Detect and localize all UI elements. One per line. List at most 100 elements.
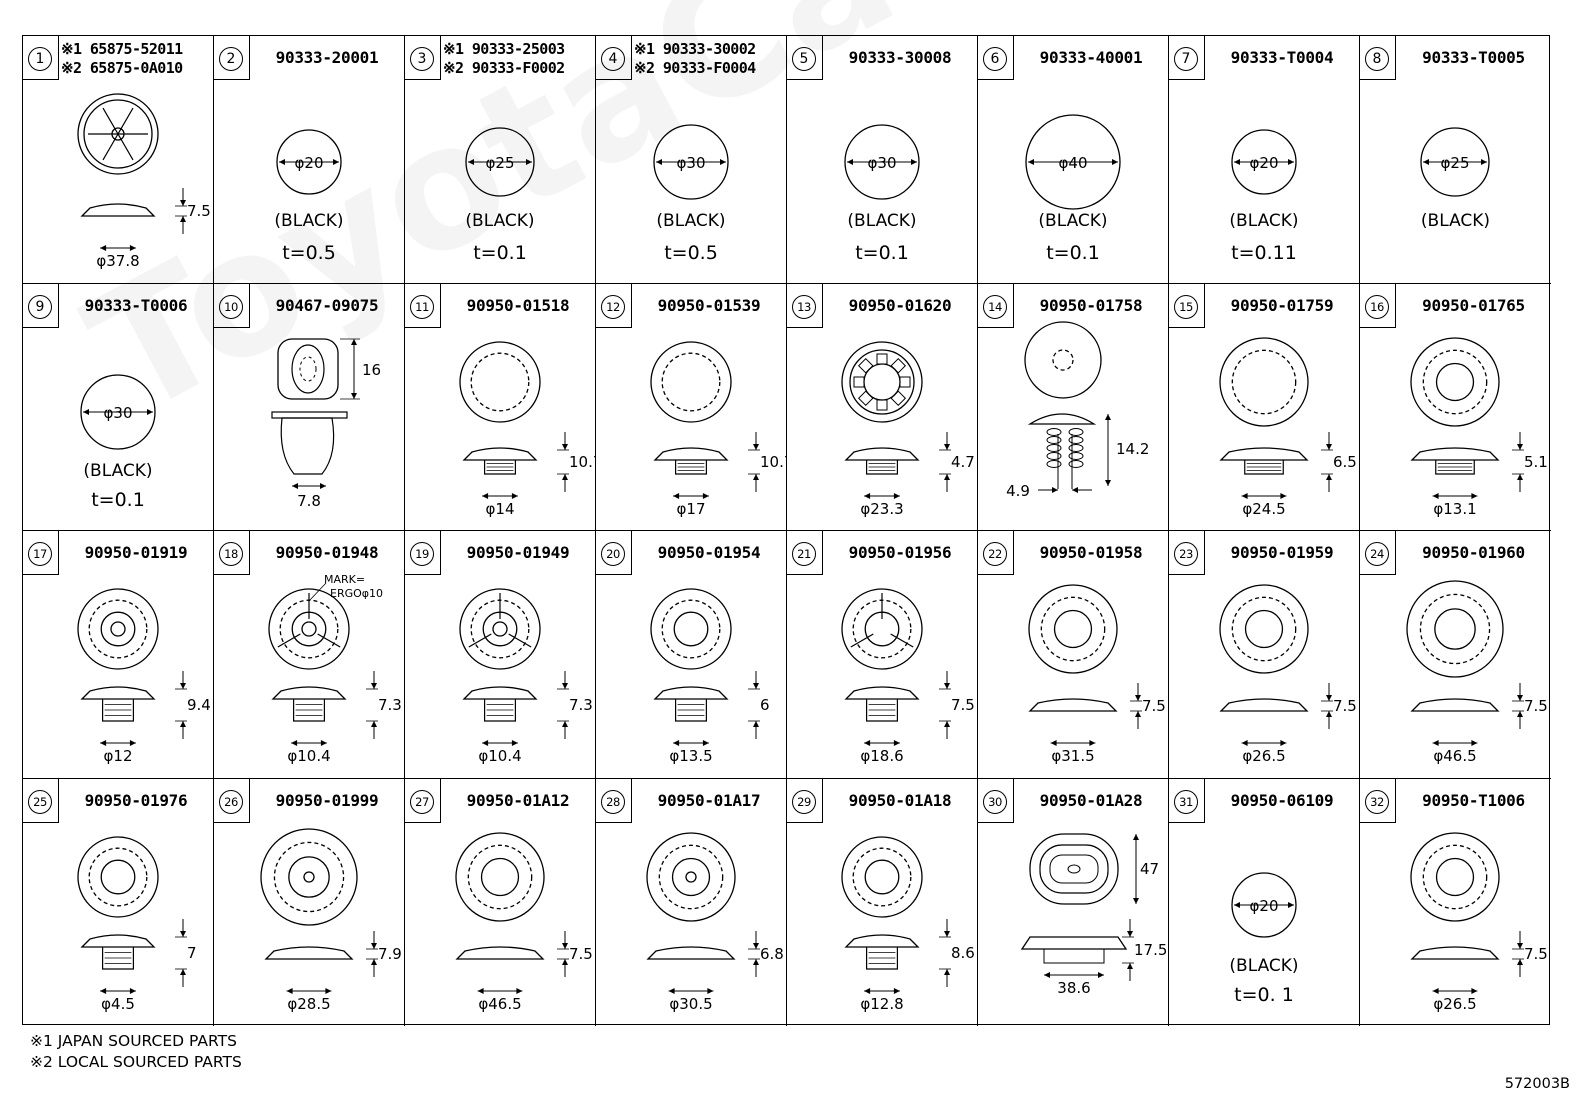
tooth: [899, 376, 911, 387]
cap-outline: [80, 686, 156, 700]
dimension-label: φ13.1: [1433, 500, 1476, 518]
tooth: [857, 389, 874, 406]
part-number: 90950-01A18: [848, 790, 952, 810]
plug-inner-ring: [661, 352, 721, 411]
dim-arrow: [1517, 958, 1523, 965]
part-number: 90950-01759: [1230, 295, 1334, 315]
part-drawing: φ31.57.5: [1028, 584, 1166, 765]
dimension-label: φ17: [677, 500, 706, 518]
item-number-box: 30: [978, 778, 1014, 823]
dim-arrow: [1135, 695, 1141, 701]
dimension-label: φ24.5: [1242, 500, 1285, 518]
item-number: 5: [792, 47, 816, 71]
part-number: 90950-01949: [466, 543, 570, 562]
barb-ring: [1068, 427, 1084, 436]
barb-ring: [1068, 443, 1084, 452]
item-number-box: 29: [787, 778, 823, 823]
item-number-box: 15: [1169, 283, 1205, 328]
dim-arrow: [668, 987, 675, 994]
footnotes: ※1 JAPAN SOURCED PARTS ※2 LOCAL SOURCED …: [30, 1031, 242, 1073]
thickness-note: t=0. 1: [1234, 983, 1294, 1006]
dim-arrow: [1326, 443, 1332, 450]
dimension-label: 7.5: [1524, 945, 1548, 963]
side-profile: [646, 945, 736, 960]
part-number: 90333-T0006: [84, 295, 188, 315]
side-profile: [455, 945, 545, 960]
dim-arrow: [1517, 942, 1523, 949]
plug-inner-ring: [470, 352, 530, 411]
spoke: [102, 133, 119, 161]
part-number: 90950-01758: [1039, 295, 1143, 315]
part-number: 90333-30008: [848, 48, 952, 67]
part-number: 90333-40001: [1039, 48, 1143, 67]
dimension-label: φ37.8: [96, 252, 139, 270]
dim-arrow: [1280, 492, 1287, 499]
dim-arrow: [292, 482, 298, 489]
cap-outline: [844, 933, 920, 948]
tooth: [876, 399, 888, 410]
plug-center: [1435, 857, 1475, 896]
side-profile: [1028, 698, 1118, 712]
dim-arrow: [1234, 159, 1240, 165]
dim-arrow: [482, 740, 489, 746]
dim-arrow: [893, 492, 900, 499]
plug-disc: [653, 124, 729, 200]
grommet-hole: [1067, 864, 1081, 873]
dim-arrow: [1135, 711, 1141, 717]
part-drawing: φ25: [465, 127, 535, 197]
dimension-label: φ14: [486, 500, 515, 518]
plug-rim: [83, 99, 153, 169]
dimension-label: 17.5: [1134, 941, 1167, 959]
plug-center: [1244, 609, 1284, 649]
plug-outer: [77, 588, 159, 670]
plug-center: [1053, 609, 1093, 649]
diameter-label: φ20: [1250, 897, 1279, 915]
color-note: (BLACK): [847, 211, 917, 231]
tooth: [876, 353, 888, 364]
item-number: 20: [601, 542, 625, 566]
part-number: 90333-T0004: [1230, 48, 1334, 67]
item-number-box: 17: [23, 531, 59, 575]
plug-outer: [1219, 336, 1309, 427]
dim-arrow: [562, 683, 568, 689]
dim-arrow: [911, 159, 917, 165]
dimension-label: 7.3: [569, 696, 593, 714]
item-number-box: 5: [787, 36, 823, 80]
dim-arrow: [1326, 695, 1332, 701]
plug-center: [1435, 362, 1475, 401]
dim-arrow: [371, 683, 377, 689]
dim-arrow: [1028, 159, 1034, 165]
cap-outline: [1028, 698, 1118, 712]
side-profile: [653, 446, 729, 475]
dim-arrow: [1234, 901, 1240, 908]
dim-arrow: [847, 159, 853, 165]
part-drawing: φ37.87.5: [77, 93, 211, 270]
part-number: ※1 90333-25003: [443, 40, 565, 58]
dim-arrow: [864, 740, 871, 746]
plug-inner-ring: [1231, 349, 1297, 414]
dimension-label: φ10.4: [478, 747, 521, 765]
plug-disc: [1420, 127, 1490, 197]
item-number-box: 13: [787, 283, 823, 328]
barb-ring: [1046, 435, 1062, 444]
dim-arrow: [944, 473, 950, 480]
dim-arrow: [180, 721, 186, 727]
item-number: 30: [983, 789, 1007, 814]
part-drawing: φ24.56.5: [1219, 336, 1357, 518]
dim-arrow: [482, 492, 489, 499]
dim-arrow: [1517, 711, 1523, 717]
dim-arrow: [320, 482, 326, 489]
side-profile: [80, 203, 156, 217]
dimension-label: φ12.8: [860, 995, 903, 1013]
dimension-label: φ13.5: [669, 747, 712, 765]
item-number: 18: [219, 542, 243, 566]
diameter-label: φ25: [1441, 154, 1470, 172]
dim-arrow: [279, 159, 285, 165]
item-number-box: 28: [596, 778, 632, 823]
